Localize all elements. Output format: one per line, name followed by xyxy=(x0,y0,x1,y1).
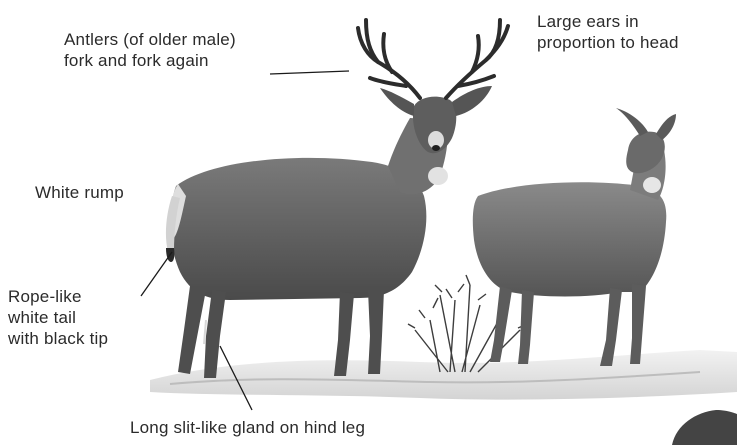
doe xyxy=(473,108,676,366)
doe-ear-left xyxy=(616,108,648,136)
label-ears-line1: Large ears in xyxy=(537,11,679,32)
buck-body xyxy=(170,158,426,300)
label-ears-line2: proportion to head xyxy=(537,32,679,53)
leader-line-antlers xyxy=(270,71,349,74)
buck-throat-patch xyxy=(428,167,448,185)
label-tail-line1: Rope-like xyxy=(8,286,108,307)
label-antlers: Antlers (of older male) fork and fork ag… xyxy=(64,29,236,71)
label-rump: White rump xyxy=(35,182,124,203)
label-tail-line3: with black tip xyxy=(8,328,108,349)
buck-ear-left xyxy=(380,88,414,116)
leader-line-tail xyxy=(141,252,172,296)
buck-metatarsal-gland xyxy=(204,320,206,344)
label-antlers-line2: fork and fork again xyxy=(64,50,236,71)
buck-nose xyxy=(432,145,440,151)
buck xyxy=(166,20,508,378)
label-rump-line1: White rump xyxy=(35,182,124,203)
label-tail: Rope-like white tail with black tip xyxy=(8,286,108,349)
label-antlers-line1: Antlers (of older male) xyxy=(64,29,236,50)
rock xyxy=(672,410,737,445)
label-gland: Long slit-like gland on hind leg xyxy=(130,417,365,438)
doe-white-throat xyxy=(643,177,661,193)
buck-ear-right xyxy=(452,86,492,116)
buck-antlers xyxy=(358,20,508,98)
doe-ear-right xyxy=(656,114,676,140)
label-tail-line2: white tail xyxy=(8,307,108,328)
label-gland-line1: Long slit-like gland on hind leg xyxy=(130,417,365,438)
label-ears: Large ears in proportion to head xyxy=(537,11,679,53)
doe-body xyxy=(473,182,666,296)
